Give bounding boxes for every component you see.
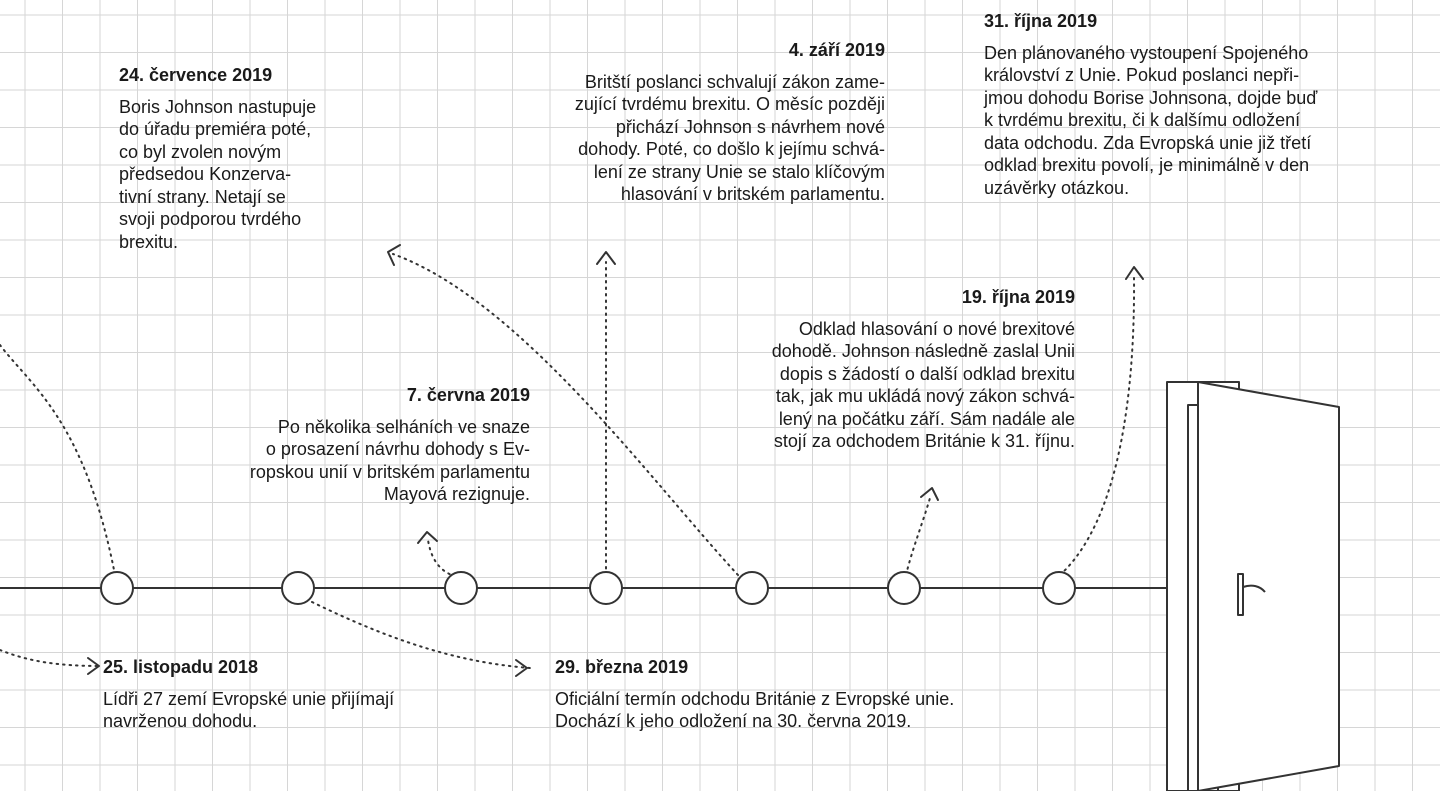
timeline-node-3 [444, 571, 478, 605]
event-text: Oficiální termín odchodu Británie z Evro… [555, 688, 955, 732]
door-illustration [1166, 381, 1340, 791]
timeline-node-4 [589, 571, 623, 605]
event-31-october-2019: 31. října 2019 Den plánovaného vystoupen… [984, 10, 1434, 199]
door-handle-icon [1237, 573, 1266, 616]
timeline-node-2 [281, 571, 315, 605]
connector-31-oct [1059, 277, 1136, 576]
event-text: Britští poslanci schvalují zákon zame- z… [574, 71, 885, 205]
event-date: 7. června 2019 [406, 385, 530, 405]
event-date: 31. října 2019 [984, 11, 1098, 31]
arrow-head-4-sept [596, 251, 616, 265]
event-text: Lídři 27 zemí Evropské unie přijímají na… [103, 688, 395, 732]
event-text: Po několika selháních ve snaze o prosaze… [249, 416, 530, 505]
timeline-node-7 [1042, 571, 1076, 605]
event-date: 29. března 2019 [555, 657, 689, 677]
arrow-head-24-july [387, 244, 401, 266]
event-4-september-2019: 4. září 2019 Britští poslanci schvalují … [465, 39, 885, 206]
event-7-june-2019: 7. června 2019 Po několika selháních ve … [155, 384, 530, 506]
event-date: 24. července 2019 [119, 65, 273, 85]
event-text: Boris Johnson nastupuje do úřadu premiér… [119, 96, 317, 252]
event-date: 4. září 2019 [788, 40, 885, 60]
event-25-november-2018: 25. listopadu 2018 Lídři 27 zemí Evropsk… [103, 656, 523, 733]
connector-19-oct [905, 497, 931, 576]
connector-24-july [0, 344, 116, 576]
arrow-head-25-nov [87, 657, 100, 675]
arrow-head-7-june [417, 531, 438, 544]
event-24-july-2019: 24. července 2019 Boris Johnson nastupuj… [119, 64, 399, 253]
arrow-head-31-oct [1125, 266, 1144, 280]
event-text: Odklad hlasování o nové brexitové dohodě… [771, 318, 1075, 452]
event-29-march-2019: 29. března 2019 Oficiální termín odchodu… [555, 656, 1075, 733]
timeline-node-5 [735, 571, 769, 605]
arrow-head-19-oct [920, 487, 939, 501]
event-19-october-2019: 19. října 2019 Odklad hlasování o nové b… [690, 286, 1075, 453]
timeline-node-6 [887, 571, 921, 605]
door-leaf [1197, 381, 1340, 791]
timeline-node-1 [100, 571, 134, 605]
event-date: 25. listopadu 2018 [103, 657, 259, 677]
event-date: 19. října 2019 [961, 287, 1075, 307]
connector-24-july-upper [392, 253, 739, 576]
event-text: Den plánovaného vystoupení Spojeného krá… [984, 42, 1318, 198]
arrow-head-29-march [515, 659, 528, 677]
connector-29-march [311, 601, 531, 669]
